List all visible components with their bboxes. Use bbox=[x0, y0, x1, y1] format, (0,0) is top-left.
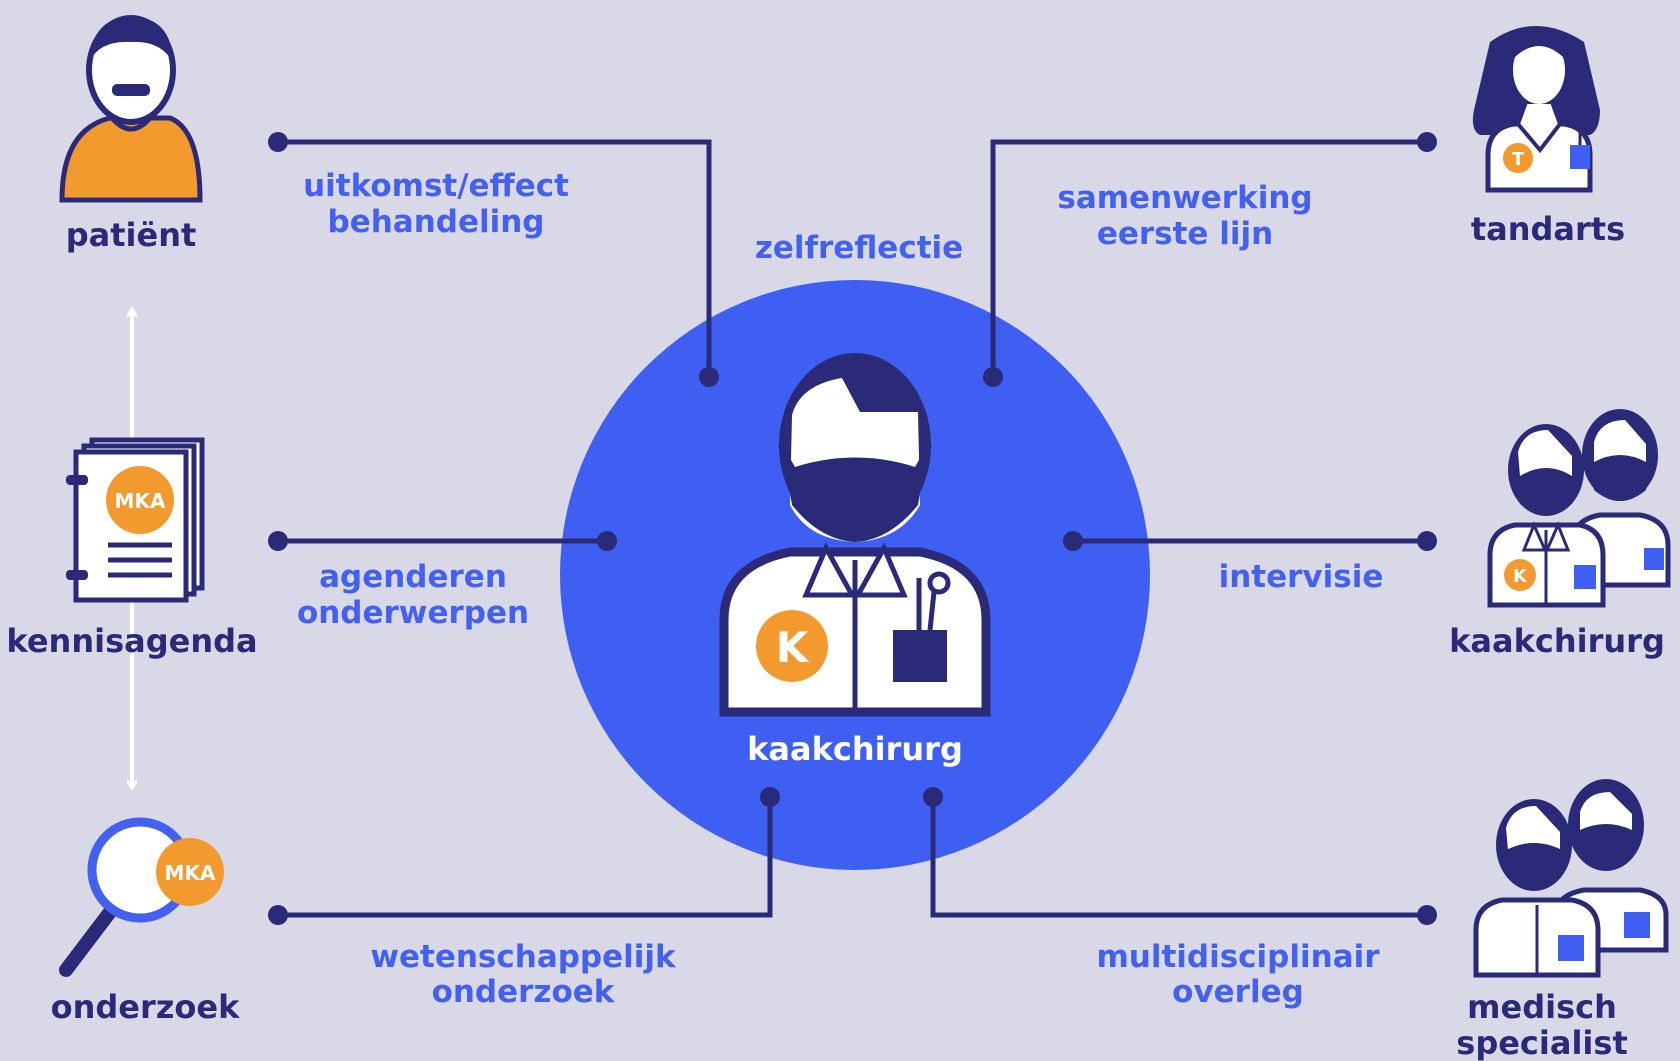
link-label-zelfreflectie: zelfreflectie bbox=[755, 230, 963, 266]
connector-medisch bbox=[930, 797, 1427, 918]
link-label-kennisagenda-2: onderwerpen bbox=[297, 595, 529, 631]
onderzoek-badge: MKA bbox=[165, 861, 216, 885]
link-label-onderzoek-2: onderzoek bbox=[432, 974, 616, 1010]
connector-patient bbox=[278, 139, 712, 377]
link-label-onderzoek-1: wetenschappelijk bbox=[370, 939, 677, 975]
node-label-patient: patiënt bbox=[66, 216, 197, 254]
link-label-tandarts-2: eerste lijn bbox=[1097, 216, 1273, 252]
kaakchirurg-badge: K bbox=[1513, 566, 1528, 587]
center-label: kaakchirurg bbox=[747, 730, 963, 768]
node-label-medisch-2: specialist bbox=[1456, 1024, 1627, 1061]
connector-tandarts bbox=[990, 139, 1427, 377]
kaakchirurg-icon: K bbox=[1487, 409, 1671, 608]
link-label-patient-2: behandeling bbox=[328, 204, 545, 240]
node-label-tandarts: tandarts bbox=[1471, 210, 1625, 248]
center-badge-text: K bbox=[776, 623, 810, 672]
dot bbox=[1417, 905, 1437, 925]
dot bbox=[268, 132, 288, 152]
medisch-specialist-icon bbox=[1473, 779, 1669, 978]
tandarts-icon: T bbox=[1472, 26, 1600, 193]
center-badge bbox=[756, 610, 828, 682]
kennisagenda-icon: MKA bbox=[66, 437, 205, 603]
dot bbox=[1417, 132, 1437, 152]
dot bbox=[1063, 531, 1083, 551]
patient-icon bbox=[59, 15, 203, 203]
dot bbox=[268, 905, 288, 925]
dot bbox=[597, 531, 617, 551]
link-label-patient-1: uitkomst/effect bbox=[303, 168, 569, 204]
node-label-kennisagenda: kennisagenda bbox=[6, 622, 257, 660]
node-label-kaakchirurg: kaakchirurg bbox=[1449, 622, 1665, 660]
dot bbox=[760, 787, 780, 807]
dot bbox=[268, 531, 288, 551]
node-label-onderzoek: onderzoek bbox=[51, 988, 240, 1026]
dot bbox=[923, 787, 943, 807]
connector-onderzoek bbox=[278, 797, 773, 918]
tandarts-badge: T bbox=[1512, 149, 1525, 170]
link-label-tandarts-1: samenwerking bbox=[1057, 180, 1312, 216]
dot bbox=[699, 367, 719, 387]
link-label-medisch-2: overleg bbox=[1172, 974, 1304, 1010]
surgeon-icon: K bbox=[719, 353, 991, 717]
dot bbox=[1417, 531, 1437, 551]
link-label-kennisagenda-1: agenderen bbox=[319, 559, 507, 595]
link-label-medisch-1: multidisciplinair bbox=[1096, 939, 1380, 975]
link-label-kaakchirurg: intervisie bbox=[1219, 559, 1384, 595]
onderzoek-icon: MKA bbox=[59, 817, 224, 977]
connectors bbox=[268, 132, 1437, 925]
node-label-medisch-1: medisch bbox=[1467, 988, 1617, 1026]
dot bbox=[983, 367, 1003, 387]
kennisagenda-badge: MKA bbox=[115, 489, 166, 513]
